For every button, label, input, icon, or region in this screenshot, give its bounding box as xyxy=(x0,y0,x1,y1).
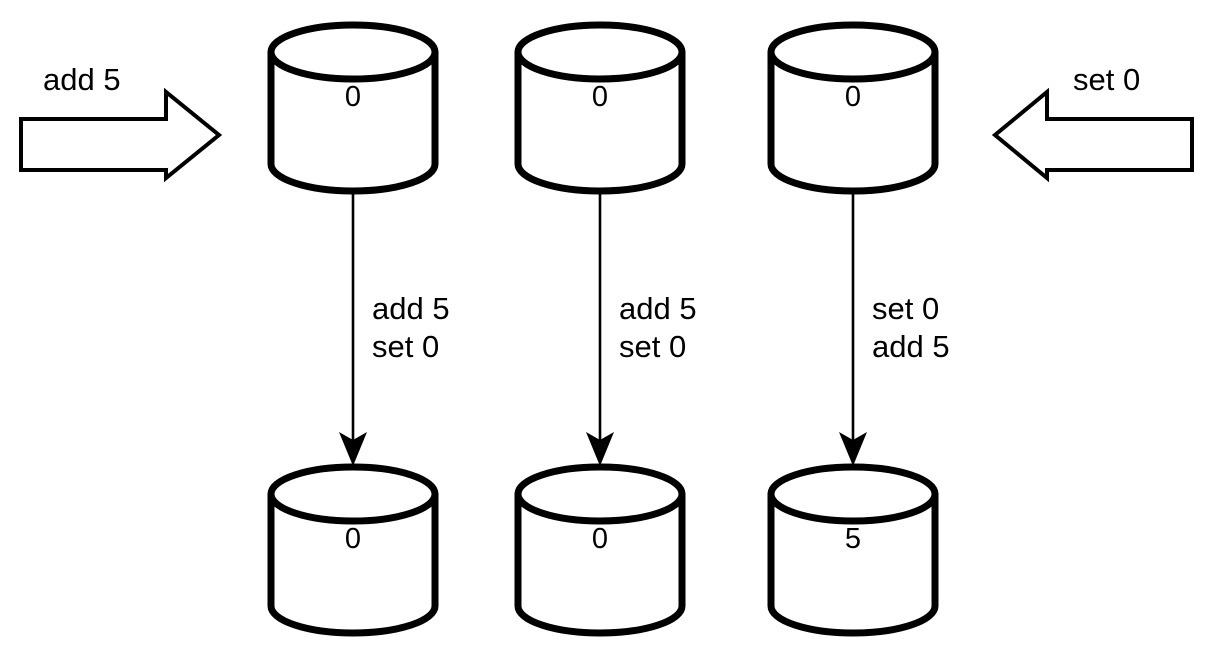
replica-2-top-value: 0 xyxy=(592,81,608,113)
replica-2-top-cylinder-body xyxy=(514,48,686,195)
replica-2-bottom-cylinder-body xyxy=(514,490,686,637)
replica-3-operation-2: add 5 xyxy=(872,329,950,364)
replica-2-operation-2: set 0 xyxy=(619,329,686,364)
right-input-label: set 0 xyxy=(1073,62,1140,97)
replica-2-connector xyxy=(586,191,614,466)
replica-2-bottom-value: 0 xyxy=(592,523,608,555)
replica-1-bottom-value: 0 xyxy=(345,523,361,555)
replica-2-bottom-cylinder: 0 xyxy=(514,463,686,637)
replica-1-top-cylinder: 0 xyxy=(267,21,439,195)
replica-3-connector xyxy=(839,191,867,466)
replica-2-column: 0 add 5 set 0 0 xyxy=(514,21,697,637)
replica-1-top-value: 0 xyxy=(345,81,361,113)
replica-2-top-cylinder-lid xyxy=(514,21,686,83)
replica-1-top-cylinder-body xyxy=(267,48,439,195)
replica-3-connector-arrowhead-icon xyxy=(839,432,867,466)
replica-1-operation-2: set 0 xyxy=(372,329,439,364)
replica-2-bottom-cylinder-lid xyxy=(514,463,686,525)
replica-3-operation-1: set 0 xyxy=(872,291,939,326)
replica-1-connector-arrowhead-icon xyxy=(339,432,367,466)
replica-1-operation-1: add 5 xyxy=(372,291,450,326)
replica-3-bottom-cylinder-body xyxy=(767,490,939,637)
replica-2-connector-arrowhead-icon xyxy=(586,432,614,466)
replica-1-bottom-cylinder-body xyxy=(267,490,439,637)
replica-3-top-cylinder-lid xyxy=(767,21,939,83)
replica-3-bottom-cylinder-lid xyxy=(767,463,939,525)
replica-1-bottom-cylinder-lid xyxy=(267,463,439,525)
replica-1-bottom-cylinder: 0 xyxy=(267,463,439,637)
replica-3-column: 0 set 0 add 5 5 xyxy=(767,21,950,637)
left-input-arrow-group: add 5 xyxy=(19,62,223,183)
replica-1-top-cylinder-lid xyxy=(267,21,439,83)
replica-3-bottom-value: 5 xyxy=(845,523,861,555)
replica-1-connector xyxy=(339,191,367,466)
replica-2-operation-1: add 5 xyxy=(619,291,697,326)
replica-3-bottom-cylinder: 5 xyxy=(767,463,939,637)
replica-3-top-cylinder: 0 xyxy=(767,21,939,195)
right-input-arrow-icon xyxy=(991,87,1194,183)
replica-2-top-cylinder: 0 xyxy=(514,21,686,195)
left-input-label: add 5 xyxy=(43,62,121,97)
replica-3-top-cylinder-body xyxy=(767,48,939,195)
right-input-arrow-group: set 0 xyxy=(991,62,1194,183)
left-input-arrow-icon xyxy=(19,87,223,183)
replica-1-column: 0 add 5 set 0 0 xyxy=(267,21,450,637)
replica-3-top-value: 0 xyxy=(845,81,861,113)
